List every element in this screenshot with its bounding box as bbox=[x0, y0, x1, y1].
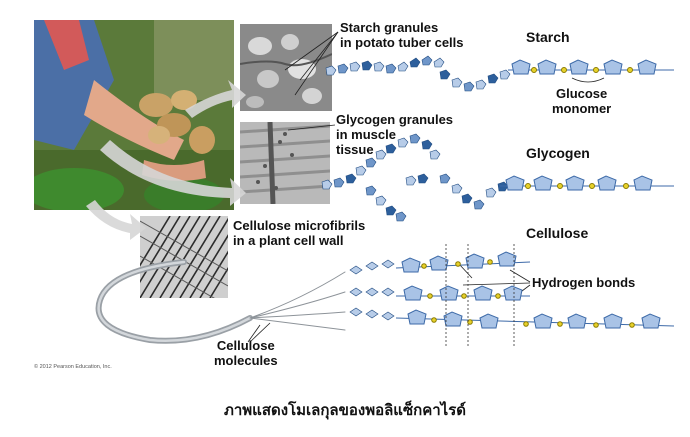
cellulose-microfibrils-line1: Cellulose microfibrils bbox=[233, 218, 366, 233]
starch-bead-chain bbox=[325, 55, 511, 92]
starch-label: Starch bbox=[526, 29, 570, 45]
starch-granules-line1: Starch granules bbox=[340, 20, 439, 35]
glucose-monomer-label: Glucose monomer bbox=[552, 86, 611, 116]
cellulose-glucose-chains bbox=[395, 244, 675, 346]
cellulose-strand-beads bbox=[349, 259, 395, 321]
glycogen-bead-chain bbox=[321, 133, 509, 222]
glycogen-label: Glycogen bbox=[526, 145, 590, 161]
cellulose-label: Cellulose bbox=[526, 225, 589, 241]
glycogen-glucose-chain bbox=[500, 175, 674, 191]
starch-micrograph bbox=[240, 24, 332, 111]
copyright-notice: © 2012 Pearson Education, Inc. bbox=[34, 364, 112, 370]
starch-granules-line2: in potato tuber cells bbox=[340, 35, 464, 50]
glucose-label-line2: monomer bbox=[552, 101, 612, 116]
cellulose-molecules-line1: Cellulose bbox=[216, 338, 275, 353]
cellulose-molecules-label: Cellulose molecules bbox=[214, 338, 278, 368]
glucose-label-line1: Glucose bbox=[555, 86, 608, 101]
glycogen-granules-line2: in muscle bbox=[336, 127, 396, 142]
glycogen-granules-line3: tissue bbox=[336, 142, 374, 157]
cellulose-microfibrils-line2: in a plant cell wall bbox=[233, 233, 344, 248]
starch-granules-label: Starch granules in potato tuber cells bbox=[340, 20, 464, 50]
hydrogen-bonds-label: Hydrogen bonds bbox=[532, 275, 636, 290]
cellulose-fiber bbox=[95, 259, 346, 344]
figure-caption: ภาพแสดงโมเลกุลของพอลิแซ็กคาไรด์ bbox=[223, 401, 467, 419]
cellulose-microfibrils-label: Cellulose microfibrils in a plant cell w… bbox=[233, 218, 365, 248]
glycogen-micrograph bbox=[240, 122, 330, 204]
starch-glucose-chain bbox=[508, 59, 674, 83]
pointer-arrows bbox=[86, 80, 246, 240]
glycogen-granules-label: Glycogen granules in muscle tissue bbox=[336, 112, 453, 157]
cellulose-micrograph bbox=[140, 216, 228, 298]
glycogen-granules-line1: Glycogen granules bbox=[336, 112, 454, 127]
cellulose-molecules-line2: molecules bbox=[214, 353, 278, 368]
